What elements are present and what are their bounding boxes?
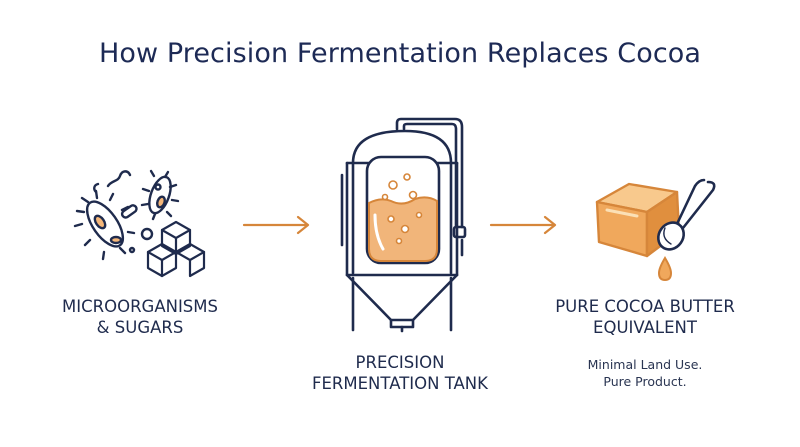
step-label-microorganisms: MICROORGANISMS & SUGARS bbox=[62, 297, 218, 337]
step-caption-cocoa-butter: Minimal Land Use. Pure Product. bbox=[587, 357, 703, 389]
microorganisms-sugars-icon bbox=[73, 169, 206, 278]
diagram-title: How Precision Fermentation Replaces Coco… bbox=[98, 38, 702, 69]
fermentation-tank-icon bbox=[340, 117, 467, 333]
cocoa-butter-spoon-icon bbox=[595, 178, 716, 282]
step-label-cocoa-butter: PURE COCOA BUTTER EQUIVALENT bbox=[555, 297, 735, 337]
arrow-right-icon bbox=[489, 215, 557, 235]
arrow-right-icon bbox=[242, 215, 310, 235]
step-label-fermentation-tank: PRECISION FERMENTATION TANK bbox=[312, 353, 488, 393]
